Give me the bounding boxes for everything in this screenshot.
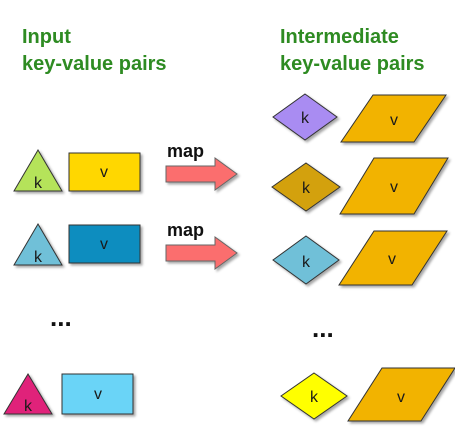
intermediate-heading-line1: Intermediate (280, 26, 399, 48)
intermediate-value-parallelogram-3 (338, 230, 448, 286)
input-ellipsis: ... (50, 302, 72, 332)
intermediate-value-label-1: v (390, 112, 398, 129)
intermediate-pair-1: k v (272, 93, 447, 143)
input-value-box-1 (68, 152, 141, 192)
intermediate-key-label-2: k (302, 180, 311, 197)
intermediate-key-diamond-2 (271, 162, 341, 212)
intermediate-heading-line2: key-value pairs (280, 53, 425, 75)
intermediate-value-parallelogram-4 (347, 367, 455, 422)
intermediate-key-label-4: k (310, 389, 319, 406)
intermediate-key-label-3: k (302, 254, 311, 271)
intermediate-ellipsis: ... (312, 313, 334, 343)
input-pair-2: k v (13, 223, 141, 266)
input-key-triangle-2 (13, 223, 63, 266)
intermediate-pair-3: k v (272, 230, 448, 286)
intermediate-value-label-4: v (397, 389, 405, 406)
input-key-label-3: k (24, 398, 33, 415)
input-pair-3: k v (3, 373, 134, 415)
input-value-box-3 (61, 373, 134, 415)
intermediate-key-diamond-3 (272, 235, 340, 285)
input-heading-line1: Input (22, 26, 71, 48)
input-value-label-1: v (100, 164, 108, 181)
map-arrow-2: map (165, 220, 238, 270)
intermediate-heading: Intermediate key-value pairs (280, 24, 425, 78)
map-arrow-1: map (165, 141, 238, 191)
input-value-label-3: v (94, 386, 102, 403)
arrow-shape-1 (165, 157, 238, 191)
map-label-2: map (167, 220, 204, 240)
intermediate-value-parallelogram-1 (340, 94, 447, 143)
map-label-1: map (167, 141, 204, 161)
intermediate-pair-4: k v (280, 367, 455, 422)
input-key-label-1: k (34, 175, 43, 192)
input-key-triangle-3 (3, 373, 53, 415)
input-value-box-2 (68, 224, 141, 264)
input-value-label-2: v (100, 236, 108, 253)
input-pair-1: k v (13, 149, 141, 192)
input-heading: Input key-value pairs (22, 24, 167, 78)
intermediate-pair-2: k v (271, 157, 449, 215)
input-key-label-2: k (34, 249, 43, 266)
intermediate-key-diamond-1 (272, 93, 338, 141)
intermediate-value-label-3: v (388, 251, 396, 268)
intermediate-value-label-2: v (390, 179, 398, 196)
arrow-shape-2 (165, 236, 238, 270)
input-key-triangle-1 (13, 149, 63, 192)
intermediate-value-parallelogram-2 (339, 157, 449, 215)
intermediate-key-label-1: k (301, 110, 310, 127)
input-heading-line2: key-value pairs (22, 53, 167, 75)
intermediate-key-diamond-4 (280, 372, 348, 420)
